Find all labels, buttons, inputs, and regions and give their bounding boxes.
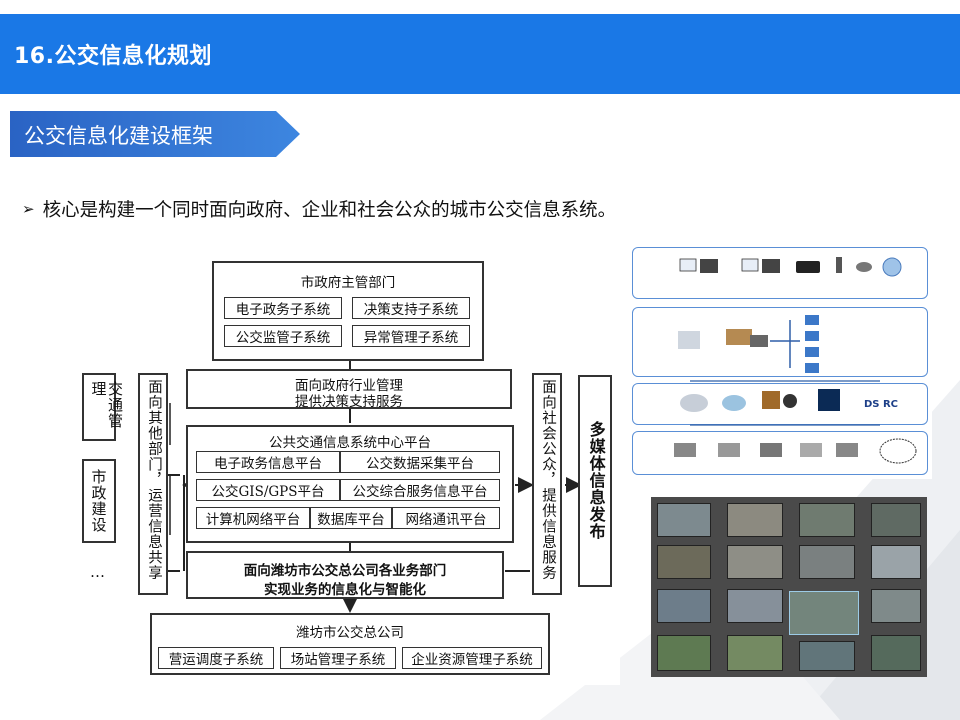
platform-item: 公交综合服务信息平台 <box>340 479 500 501</box>
photo-cell <box>789 591 859 635</box>
gov-industry-line2: 提供决策支持服务 <box>295 394 403 410</box>
gov-industry-box: 面向政府行业管理 提供决策支持服务 <box>186 369 512 410</box>
page-title: 16.公交信息化规划 <box>14 44 212 69</box>
right-media-box: 多媒体信息发布 <box>578 375 612 587</box>
photo-cell <box>799 641 855 671</box>
section-title: 公交信息化建设框架 <box>24 124 213 148</box>
architecture-icons: DS RC <box>674 257 917 464</box>
left-ellipsis: … <box>90 563 105 581</box>
tier-application <box>632 247 928 299</box>
section-tab-shape <box>10 111 300 157</box>
platform-item: 电子政务信息平台 <box>196 451 340 473</box>
platform-item: 计算机网络平台 <box>196 507 310 529</box>
platform-item: 公交数据采集平台 <box>340 451 500 473</box>
photo-cell <box>871 545 921 579</box>
photo-cell <box>871 503 921 537</box>
gov-dept-item: 公交监管子系统 <box>224 325 342 347</box>
section-tab: 公交信息化建设框架 <box>10 111 300 157</box>
photo-cell <box>871 635 921 671</box>
business-depts-line2: 实现业务的信息化与智能化 <box>264 582 426 598</box>
gov-dept-item: 电子政务子系统 <box>224 297 342 319</box>
platform-item: 网络通讯平台 <box>392 507 500 529</box>
right-media-label: 多媒体信息发布 <box>586 421 606 540</box>
left-share-box: 面向其他部门，运营信息共享 <box>138 373 168 595</box>
photo-cell <box>657 635 711 671</box>
photo-cell <box>657 589 711 623</box>
photo-cell <box>799 545 855 579</box>
photo-cell <box>799 503 855 537</box>
photo-cell <box>657 503 711 537</box>
business-depts-line1: 面向潍坊市公交总公司各业务部门 <box>243 563 447 579</box>
bullet-text: 核心是构建一个同时面向政府、企业和社会公众的城市公交信息系统。 <box>42 200 617 221</box>
business-depts-box: 面向潍坊市公交总公司各业务部门 实现业务的信息化与智能化 <box>186 551 504 599</box>
left-box-traffic: 交通管理 <box>82 373 124 441</box>
photo-cell <box>727 589 783 623</box>
system-architecture-image: DS RC <box>630 245 932 479</box>
photo-cell <box>727 635 783 671</box>
monitoring-photo-grid <box>651 497 927 677</box>
photo-cell <box>727 503 783 537</box>
photo-cell <box>657 545 711 579</box>
right-service-box: 面向社会公众，提供信息服务 <box>532 373 562 595</box>
gov-dept-title: 市政府主管部门 <box>300 275 396 291</box>
left-box-municipal: 市政建设 <box>82 459 116 543</box>
company-item: 企业资源管理子系统 <box>402 647 542 669</box>
platform-item: 公交GIS/GPS平台 <box>196 479 340 501</box>
right-service-label: 面向社会公众，提供信息服务 <box>539 379 556 581</box>
left-box-traffic-label: 交通管理 <box>89 381 125 429</box>
gov-dept-item: 异常管理子系统 <box>352 325 470 347</box>
company-item: 场站管理子系统 <box>280 647 396 669</box>
svg-text:DS RC: DS RC <box>864 399 898 410</box>
company-box: 潍坊市公交总公司 营运调度子系统 场站管理子系统 企业资源管理子系统 <box>150 613 550 675</box>
framework-diagram: 市政府主管部门 电子政务子系统 决策支持子系统 公交监管子系统 异常管理子系统 … <box>60 245 620 685</box>
gov-industry-line1: 面向政府行业管理 <box>295 378 403 394</box>
left-share-label: 面向其他部门，运营信息共享 <box>145 379 162 581</box>
photo-cell <box>871 589 921 623</box>
platform-item: 数据库平台 <box>310 507 392 529</box>
center-platform-box: 公共交通信息系统中心平台 电子政务信息平台 公交数据采集平台 公交GIS/GPS… <box>186 425 514 543</box>
center-platform-title: 公共交通信息系统中心平台 <box>269 435 431 451</box>
gov-dept-box: 市政府主管部门 电子政务子系统 决策支持子系统 公交监管子系统 异常管理子系统 <box>212 261 484 361</box>
gov-dept-item: 决策支持子系统 <box>352 297 470 319</box>
bullet-line: ➢ 核心是构建一个同时面向政府、企业和社会公众的城市公交信息系统。 <box>22 196 616 222</box>
photo-cell <box>727 545 783 579</box>
company-item: 营运调度子系统 <box>158 647 274 669</box>
left-box-municipal-label: 市政建设 <box>89 469 108 533</box>
bullet-arrow-icon: ➢ <box>22 200 35 218</box>
company-title: 潍坊市公交总公司 <box>296 625 404 641</box>
title-bar: 16.公交信息化规划 <box>0 14 960 94</box>
